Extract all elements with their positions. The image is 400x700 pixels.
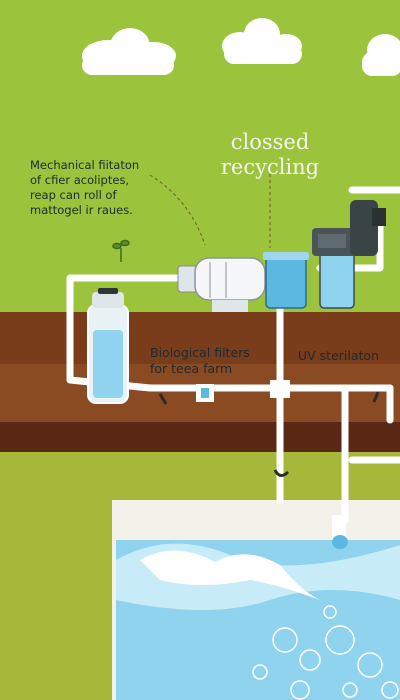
uv-sterilization-label: UV sterilaton	[298, 348, 379, 363]
water-foam	[140, 550, 320, 600]
mechanical-filtration-label: Mechanical fiitaton of cfier acoliptes, …	[30, 158, 180, 218]
title-line-1: clossed	[230, 130, 310, 154]
cloud-left-icon	[82, 28, 176, 75]
sprout-icon	[112, 239, 130, 262]
cloud-middle-icon	[222, 18, 302, 64]
cloud-right-icon	[362, 34, 400, 76]
title-line-2: recycling	[220, 155, 320, 179]
outlet-drop	[332, 535, 348, 549]
mechanical-filter-tank	[87, 288, 129, 404]
mechanical-line-4: mattogel ir raues.	[30, 203, 133, 217]
soil-dark-layer	[0, 422, 400, 452]
mechanical-line-3: reap can roll of	[30, 188, 117, 202]
mechanical-line-2: of cfier acoliptes,	[30, 173, 130, 187]
uv-sterilizer-unit	[312, 200, 386, 309]
bubbles-icon	[252, 605, 399, 700]
biological-line-2: for teea farm	[150, 361, 233, 376]
drip-icon-3	[372, 391, 380, 403]
biological-line-1: Biological filters	[150, 345, 250, 360]
diagram-title: clossed recycling	[190, 130, 350, 180]
pump-filter-unit	[177, 257, 266, 312]
pipe-junction	[270, 380, 290, 398]
drip-icon-2	[158, 393, 168, 405]
drip-icon	[273, 469, 290, 477]
biological-filters-label: Biological filters for teea farm	[150, 345, 265, 377]
mechanical-line-1: Mechanical fiitaton	[30, 158, 140, 172]
small-filter-window	[201, 388, 209, 398]
leader-lines	[149, 168, 331, 381]
pipe-network	[66, 186, 400, 524]
outlet-valve	[332, 515, 346, 540]
biological-filter-tank	[263, 252, 309, 309]
